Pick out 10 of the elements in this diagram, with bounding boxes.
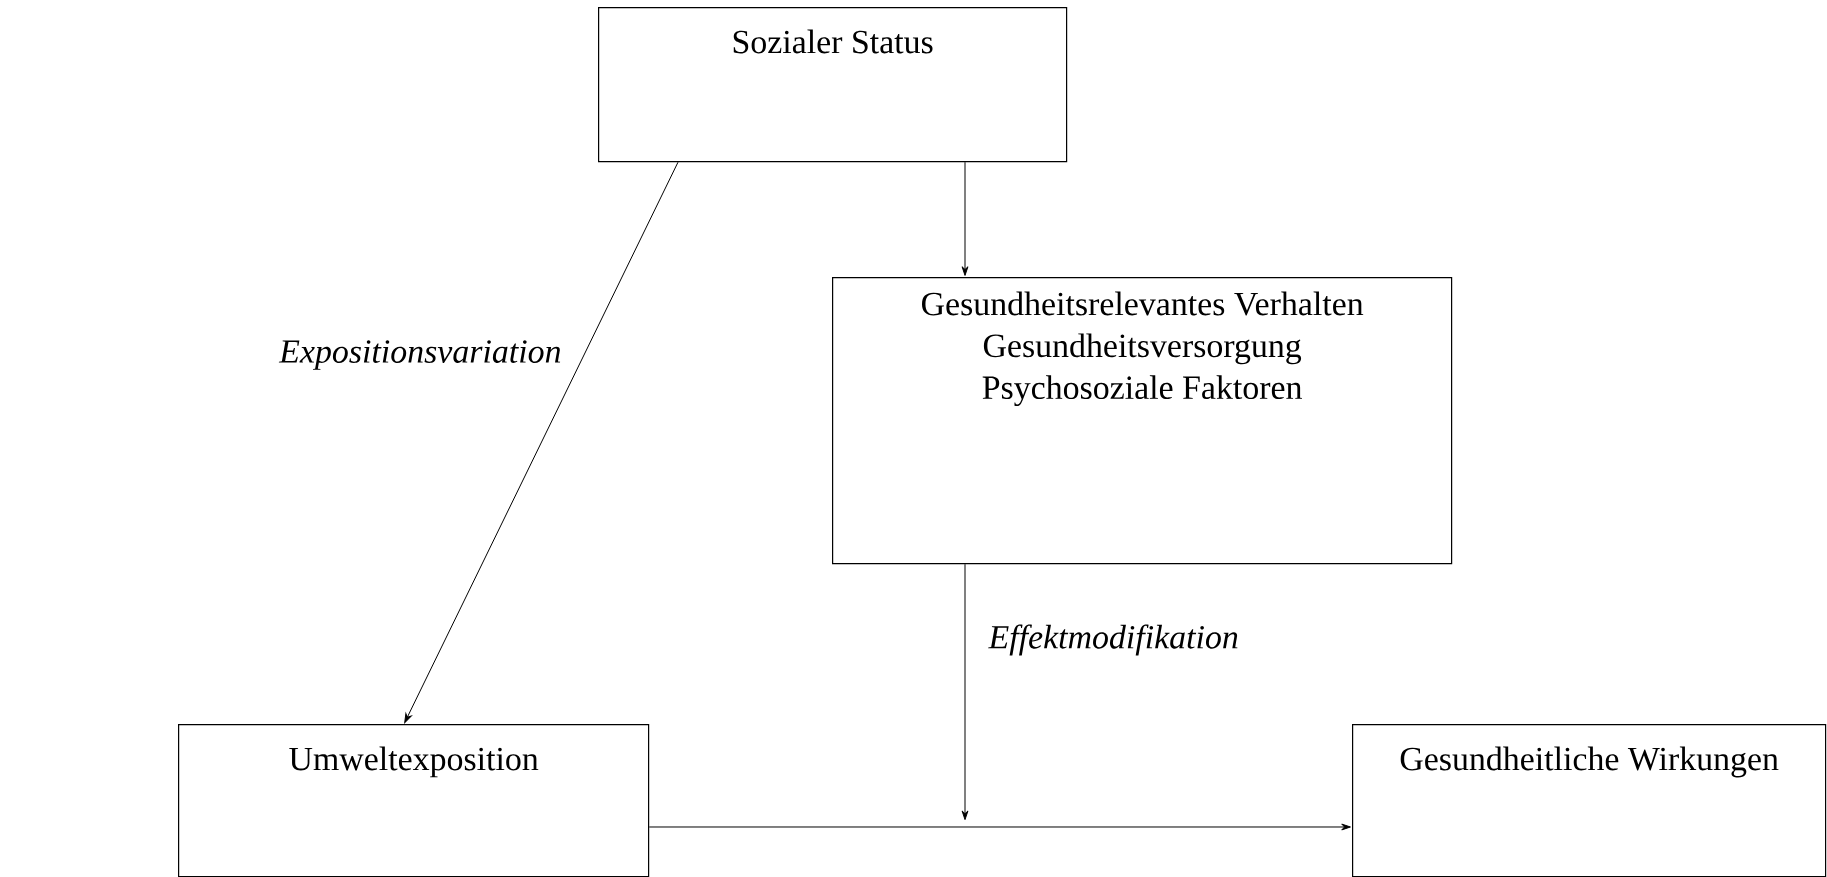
text-box: Gesundheitliche Wirkungen (1352, 724, 1827, 877)
arrow (404, 161, 679, 724)
arrow (961, 161, 969, 276)
text-box: Sozialer Status (598, 7, 1068, 163)
text-box: Gesundheitsrelevantes Verhalten Gesundheitsversorgung Psychosoziale Faktoren (832, 277, 1453, 565)
edge-label: Expositionsvariation (278, 340, 561, 370)
text-box: Umweltexposition (178, 724, 650, 877)
arrow (648, 823, 1351, 831)
arrow (961, 563, 969, 821)
edge-label: Effektmodifikation (988, 624, 1238, 656)
